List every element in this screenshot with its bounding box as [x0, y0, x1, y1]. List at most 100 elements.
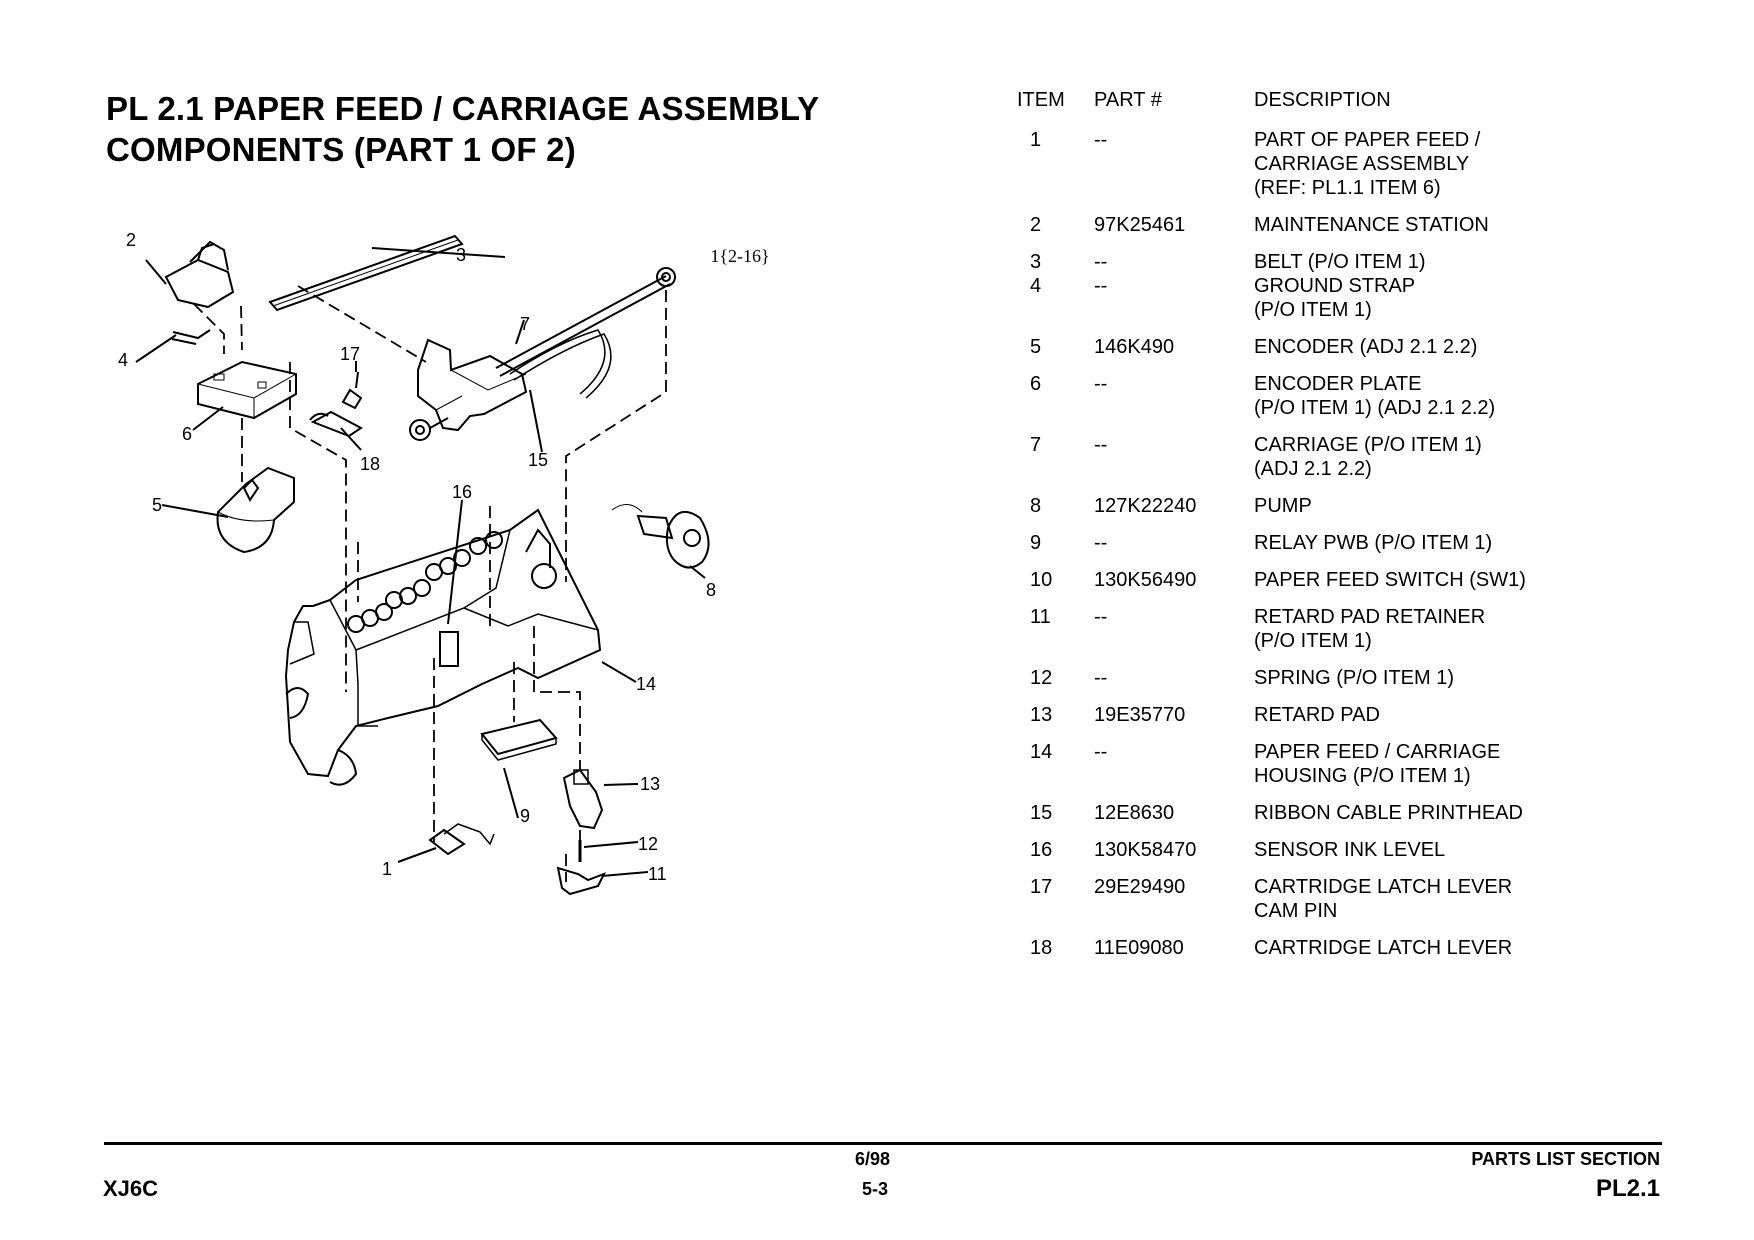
item-cell-line: 12: [1030, 667, 1053, 689]
part-number-cell: 12E8630: [1094, 801, 1254, 825]
header-description: DESCRIPTION: [1254, 89, 1391, 111]
description-cell-line: (P/O ITEM 1): [1254, 299, 1372, 321]
description-cell-line: BELT (P/O ITEM 1): [1254, 251, 1426, 273]
item-cell-line: 11: [1030, 606, 1051, 628]
footer-rule: [104, 1142, 1662, 1145]
item-cell-line: 1: [1030, 129, 1042, 151]
description-cell-line: ENCODER PLATE: [1254, 373, 1422, 395]
description-cell: CARTRIDGE LATCH LEVER: [1254, 936, 1732, 960]
part-number-cell: 130K56490: [1094, 568, 1254, 592]
callout-label-4: 4: [118, 350, 128, 370]
part-number-cell: --: [1094, 372, 1254, 420]
part-number-cell: 146K490: [1094, 335, 1254, 359]
item-cell-line: 5: [1030, 336, 1042, 358]
description-cell: ENCODER PLATE(P/O ITEM 1) (ADJ 2.1 2.2): [1254, 372, 1732, 420]
description-cell: RETARD PAD RETAINER(P/O ITEM 1): [1254, 605, 1732, 653]
part-number-cell: --: [1094, 433, 1254, 481]
callout-label-1: 1: [382, 859, 392, 879]
part-number-cell: 97K25461: [1094, 213, 1254, 237]
callout-label-14: 14: [636, 674, 656, 694]
description-cell-line: HOUSING (P/O ITEM 1): [1254, 765, 1471, 787]
item-cell: 18: [1012, 936, 1094, 960]
item-cell: 1: [1012, 128, 1094, 200]
part-number-cell-line: 12E8630: [1094, 802, 1175, 824]
part-number-cell-line: 19E35770: [1094, 704, 1186, 726]
item-cell: 16: [1012, 838, 1094, 862]
part-number-cell: --: [1094, 531, 1254, 555]
description-cell-line: CARRIAGE ASSEMBLY: [1254, 153, 1470, 175]
item-cell-line: 8: [1030, 495, 1042, 517]
callout-label-7: 7: [520, 314, 530, 334]
description-cell: BELT (P/O ITEM 1)GROUND STRAP(P/O ITEM 1…: [1254, 250, 1732, 322]
item-cell-line: 7: [1030, 434, 1042, 456]
part-number-cell: --: [1094, 666, 1254, 690]
item-cell: 11: [1012, 605, 1094, 653]
callout-label-9: 9: [520, 806, 530, 826]
parts-list-table: ITEM PART # DESCRIPTION 1 -- PART OF PAPER…: [1012, 88, 1732, 973]
callout-label-17: 17: [340, 344, 360, 364]
description-cell: CARRIAGE (P/O ITEM 1)(ADJ 2.1 2.2): [1254, 433, 1732, 481]
part-number-cell-line: --: [1094, 129, 1108, 151]
item-cell-line: 3: [1030, 251, 1042, 273]
item-cell-line: 18: [1030, 937, 1053, 959]
item-cell-line: 10: [1030, 569, 1053, 591]
item-cell: 9: [1012, 531, 1094, 555]
callout-label-16: 16: [452, 482, 472, 502]
callout-label-2: 2: [126, 230, 136, 250]
part-number-cell: --: [1094, 605, 1254, 653]
callout-label-12: 12: [638, 834, 658, 854]
footer-page-number: 5-3: [862, 1179, 889, 1199]
part-number-cell: 19E35770: [1094, 703, 1254, 727]
part-number-cell: --: [1094, 740, 1254, 788]
footer-section-title: PARTS LIST SECTION: [1471, 1149, 1660, 1169]
description-cell: PAPER FEED SWITCH (SW1): [1254, 568, 1732, 592]
item-cell: 8: [1012, 494, 1094, 518]
header-part-number: PART #: [1094, 89, 1162, 111]
table-row: 10 130K56490 PAPER FEED SWITCH (SW1): [1012, 568, 1732, 592]
description-cell: RIBBON CABLE PRINTHEAD: [1254, 801, 1732, 825]
header-item: ITEM: [1017, 89, 1065, 111]
part-number-cell-line: 127K22240: [1094, 495, 1197, 517]
callout-label-11: 11: [648, 864, 667, 884]
part-number-cell-line: 29E29490: [1094, 876, 1186, 898]
description-cell-line: RETARD PAD: [1254, 704, 1380, 726]
item-cell: 13: [1012, 703, 1094, 727]
description-cell: PART OF PAPER FEED /CARRIAGE ASSEMBLY(RE…: [1254, 128, 1732, 200]
description-cell-line: PAPER FEED / CARRIAGE: [1254, 741, 1501, 763]
table-row: 12--SPRING (P/O ITEM 1): [1012, 666, 1732, 690]
part-number-cell-line: --: [1094, 275, 1108, 297]
part-number-cell-line: 146K490: [1094, 336, 1175, 358]
description-cell-line: CAM PIN: [1254, 900, 1338, 922]
part-number-cell-line: --: [1094, 667, 1108, 689]
footer-parts-list-id: PL2.1: [1595, 1175, 1660, 1202]
description-cell: PUMP: [1254, 494, 1732, 518]
item-cell: 12: [1012, 666, 1094, 690]
part-number-cell-line: --: [1094, 606, 1108, 628]
description-cell-line: SENSOR INK LEVEL: [1254, 839, 1446, 861]
part-number-cell-line: 130K56490: [1094, 569, 1197, 591]
description-cell-line: ENCODER (ADJ 2.1 2.2): [1254, 336, 1478, 358]
table-row: 11 -- RETARD PAD RETAINER(P/O ITEM 1): [1012, 605, 1732, 653]
part-number-cell: --: [1094, 128, 1254, 200]
item-cell: 14: [1012, 740, 1094, 788]
callout-label-6: 6: [182, 424, 192, 444]
page-title-line-2: COMPONENTS (PART 1 OF 2): [106, 131, 576, 168]
part-number-cell-line: --: [1094, 532, 1108, 554]
footer-document-name: XJ6C: [103, 1176, 159, 1201]
parts-list-rows: 1 -- PART OF PAPER FEED /CARRIAGE ASSEMBLY…: [1012, 128, 1732, 960]
part-number-cell-line: 11E09080: [1094, 937, 1184, 959]
item-cell: 2: [1012, 213, 1094, 237]
description-cell: MAINTENANCE STATION: [1254, 213, 1732, 237]
item-cell: 15: [1012, 801, 1094, 825]
item-cell: 10: [1012, 568, 1094, 592]
item-cell-line: 14: [1030, 741, 1053, 763]
callout-label-3: 3: [456, 245, 466, 265]
description-cell-line: GROUND STRAP: [1254, 275, 1416, 297]
